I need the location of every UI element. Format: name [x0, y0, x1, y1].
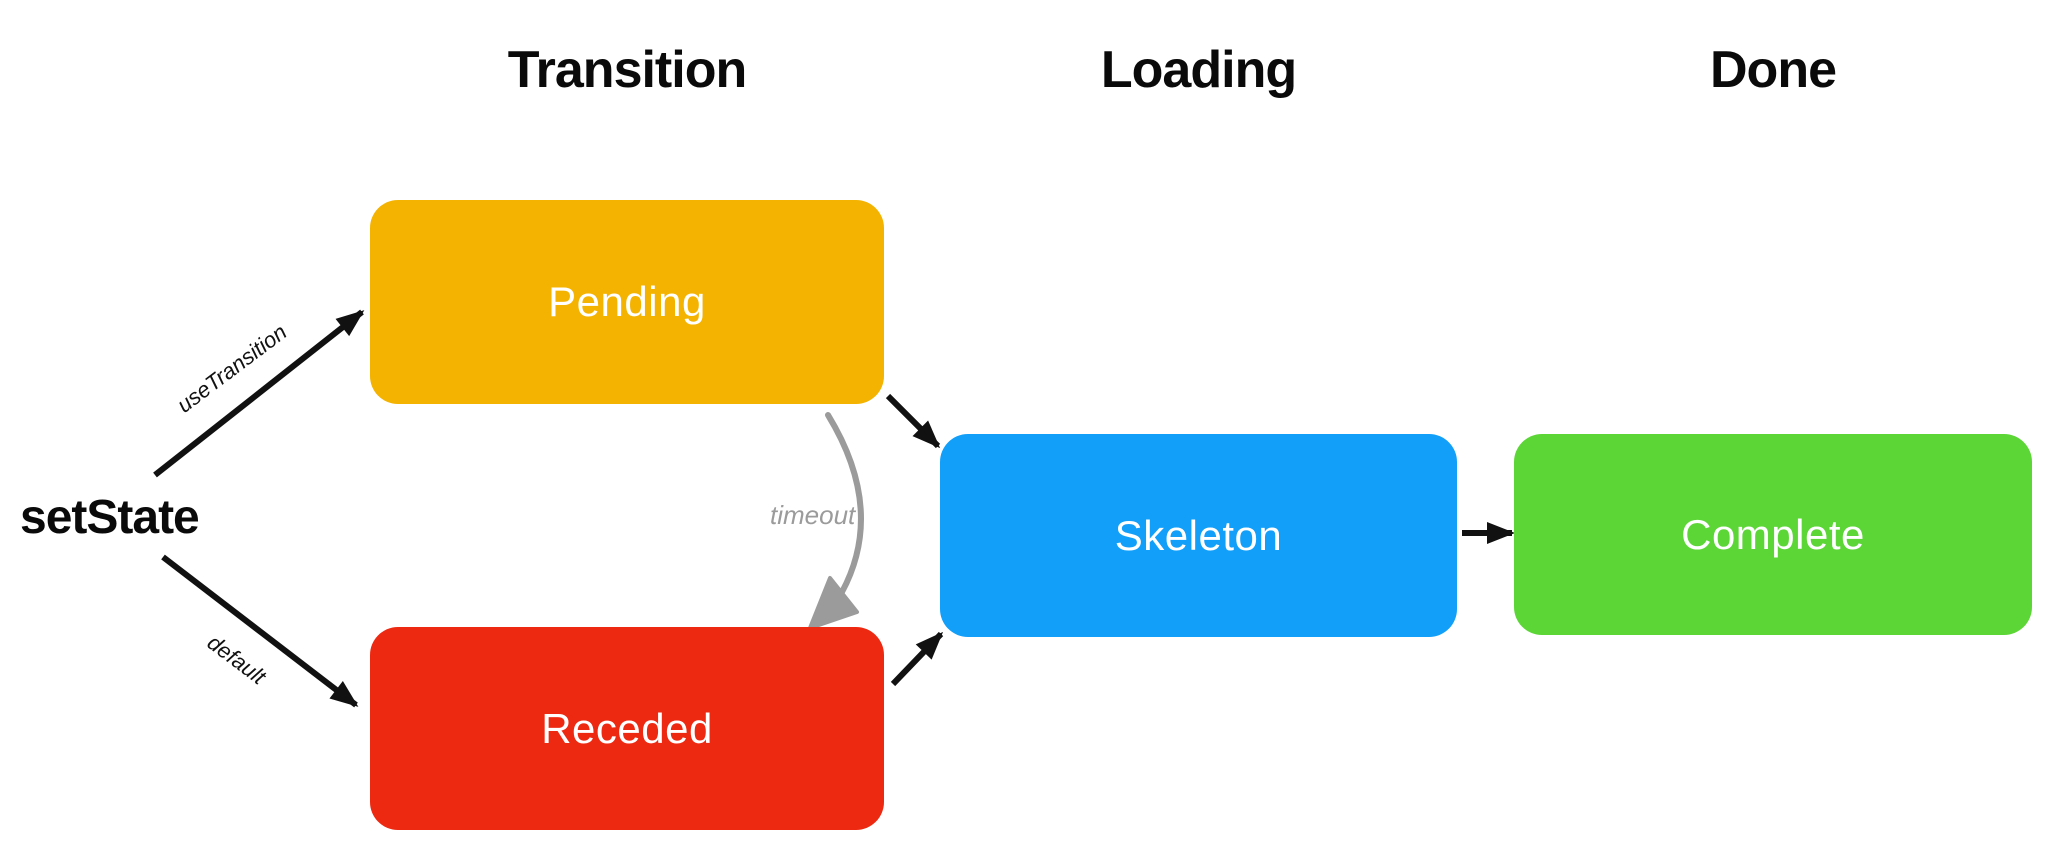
node-receded: Receded [370, 627, 884, 830]
node-complete: Complete [1514, 434, 2032, 635]
node-pending: Pending [370, 200, 884, 404]
edge-label-usetransition: useTransition [172, 319, 292, 418]
arrow-receded-to-skeleton-icon [890, 631, 944, 687]
node-skeleton-label: Skeleton [1114, 511, 1283, 559]
column-header-loading: Loading [1100, 41, 1297, 99]
set-state-label: setState [20, 491, 200, 544]
node-skeleton: Skeleton [940, 434, 1457, 637]
edge-label-timeout: timeout [770, 500, 856, 530]
node-receded-label: Receded [541, 704, 713, 752]
column-header-transition: Transition [507, 41, 747, 99]
node-complete-label: Complete [1681, 510, 1865, 558]
column-header-done: Done [1710, 41, 1837, 99]
node-pending-label: Pending [548, 278, 706, 325]
arrow-pending-to-skeleton-icon [885, 393, 941, 449]
edge-label-default: default [202, 629, 271, 690]
arrow-timeout-arrowhead-icon [808, 576, 859, 630]
